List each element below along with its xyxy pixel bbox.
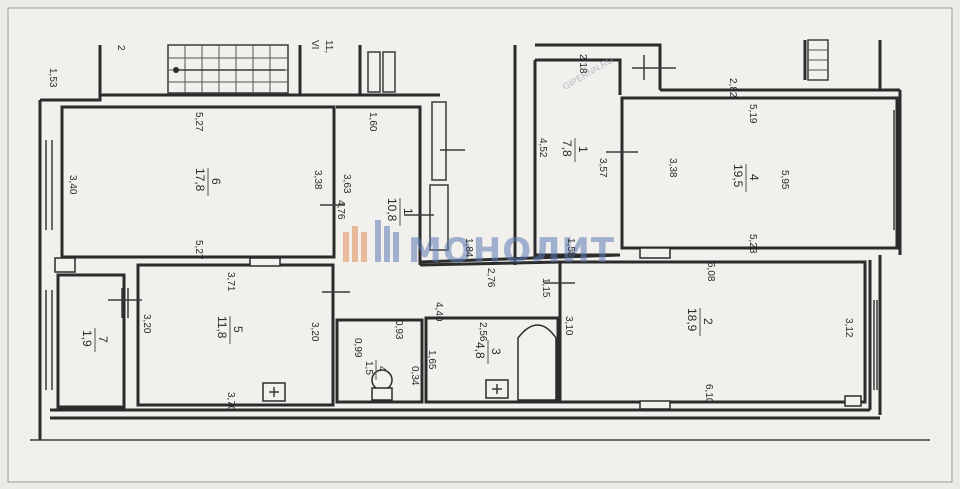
sanitary-fixtures [262,324,557,402]
dimension-label: 3,70 [225,392,236,412]
windows [45,110,895,410]
dimension-label: 1,15 [540,278,551,298]
svg-text:1,9: 1,9 [80,330,94,347]
dimension-label: 3,38 [312,170,323,190]
room-label-4-bath: 4 1,5 [363,360,387,380]
dimension-label: 5,95 [779,170,790,190]
svg-text:2: 2 [701,318,715,325]
door-marks [108,55,676,318]
dimension-label: 3,20 [309,322,320,342]
svg-text:4,8: 4,8 [473,342,487,359]
dimension-label: 5,23 [747,234,758,254]
dimension-label: 0,34 [409,366,420,386]
dimension-label: 1,65 [426,350,437,370]
dimension-label: 6,10 [703,384,714,404]
svg-text:4: 4 [747,174,761,181]
room-label-2: 2 18,9 [685,308,715,336]
dimension-label: 3,71 [225,272,236,292]
svg-text:7: 7 [96,336,110,343]
dimension-label: 4,76 [335,200,346,220]
dimension-label: 4,40 [433,302,444,322]
dimension-label: 2,82 [727,78,738,98]
svg-text:18,9: 18,9 [685,308,699,332]
dimension-label: 3,10 [563,316,574,336]
svg-text:4: 4 [376,366,387,372]
svg-text:1,5: 1,5 [363,361,374,375]
room-label-1-hall: 1 10,8 [385,198,415,226]
dimension-label: 4,52 [537,138,548,158]
svg-text:19,5: 19,5 [731,164,745,188]
dimension-label: 3,38 [667,158,678,178]
room-label-4-right: 4 19,5 [731,164,761,192]
outer-walls [30,40,930,441]
dimension-label: 1,84 [463,238,474,258]
staircase [167,39,829,94]
dimension-label: 5,19 [747,104,758,124]
stair-label-roman: VI [309,40,320,49]
dimension-label: 0,99 [352,338,363,358]
room-labels: 6 17,8 1 10,8 5 11,8 7 1,9 4 1,5 [80,138,761,380]
svg-text:17,8: 17,8 [193,168,207,192]
dimension-label: 2,76 [485,268,496,288]
dimension-label: 2,56 [477,322,488,342]
dimension-label: 3,40 [67,175,78,195]
dimension-label: 5,27 [193,240,204,260]
room-label-1-right: 1 7,8 [560,138,590,162]
dimension-label: 3,63 [341,174,352,194]
svg-text:1: 1 [576,146,590,153]
dimension-labels: 1,53 5,27 3,40 3,38 5,27 1,60 3,63 4,76 … [47,54,854,412]
dimension-label: 6,08 [705,262,716,282]
room-label-7: 7 1,9 [80,328,110,352]
dimension-label: 1,60 [367,112,378,132]
stair-label-area: 11, [323,40,334,53]
monolit-logo-icon [343,220,399,262]
room-outlines [56,58,899,409]
dimension-label: 2,18 [577,54,588,74]
shafts [367,51,449,251]
dimension-label: 3,12 [843,318,854,338]
svg-text:1: 1 [401,208,415,215]
svg-text:10,8: 10,8 [385,198,399,222]
svg-text:7,8: 7,8 [560,140,574,157]
dimension-label: 3,57 [597,158,608,178]
svg-text:5: 5 [231,326,245,333]
svg-text:6: 6 [209,178,223,185]
stair-label-left: 2 [115,45,126,51]
room-label-3-bath: 3 4,8 [473,340,503,364]
room-label-6: 6 17,8 [193,168,223,196]
stair-labels: 2 VI 11, [115,40,334,53]
dimension-label: 1,53 [47,68,58,88]
svg-text:3: 3 [489,348,503,355]
dimension-label: 5,27 [193,112,204,132]
svg-text:11,8: 11,8 [215,316,229,339]
dimension-label: 3,20 [141,314,152,334]
room-label-5: 5 11,8 [215,316,245,344]
watermark-logo-text: МОНОЛИТ [408,231,615,271]
dimension-label: 0,93 [393,320,404,340]
dimension-label: 1,58 [565,238,576,258]
